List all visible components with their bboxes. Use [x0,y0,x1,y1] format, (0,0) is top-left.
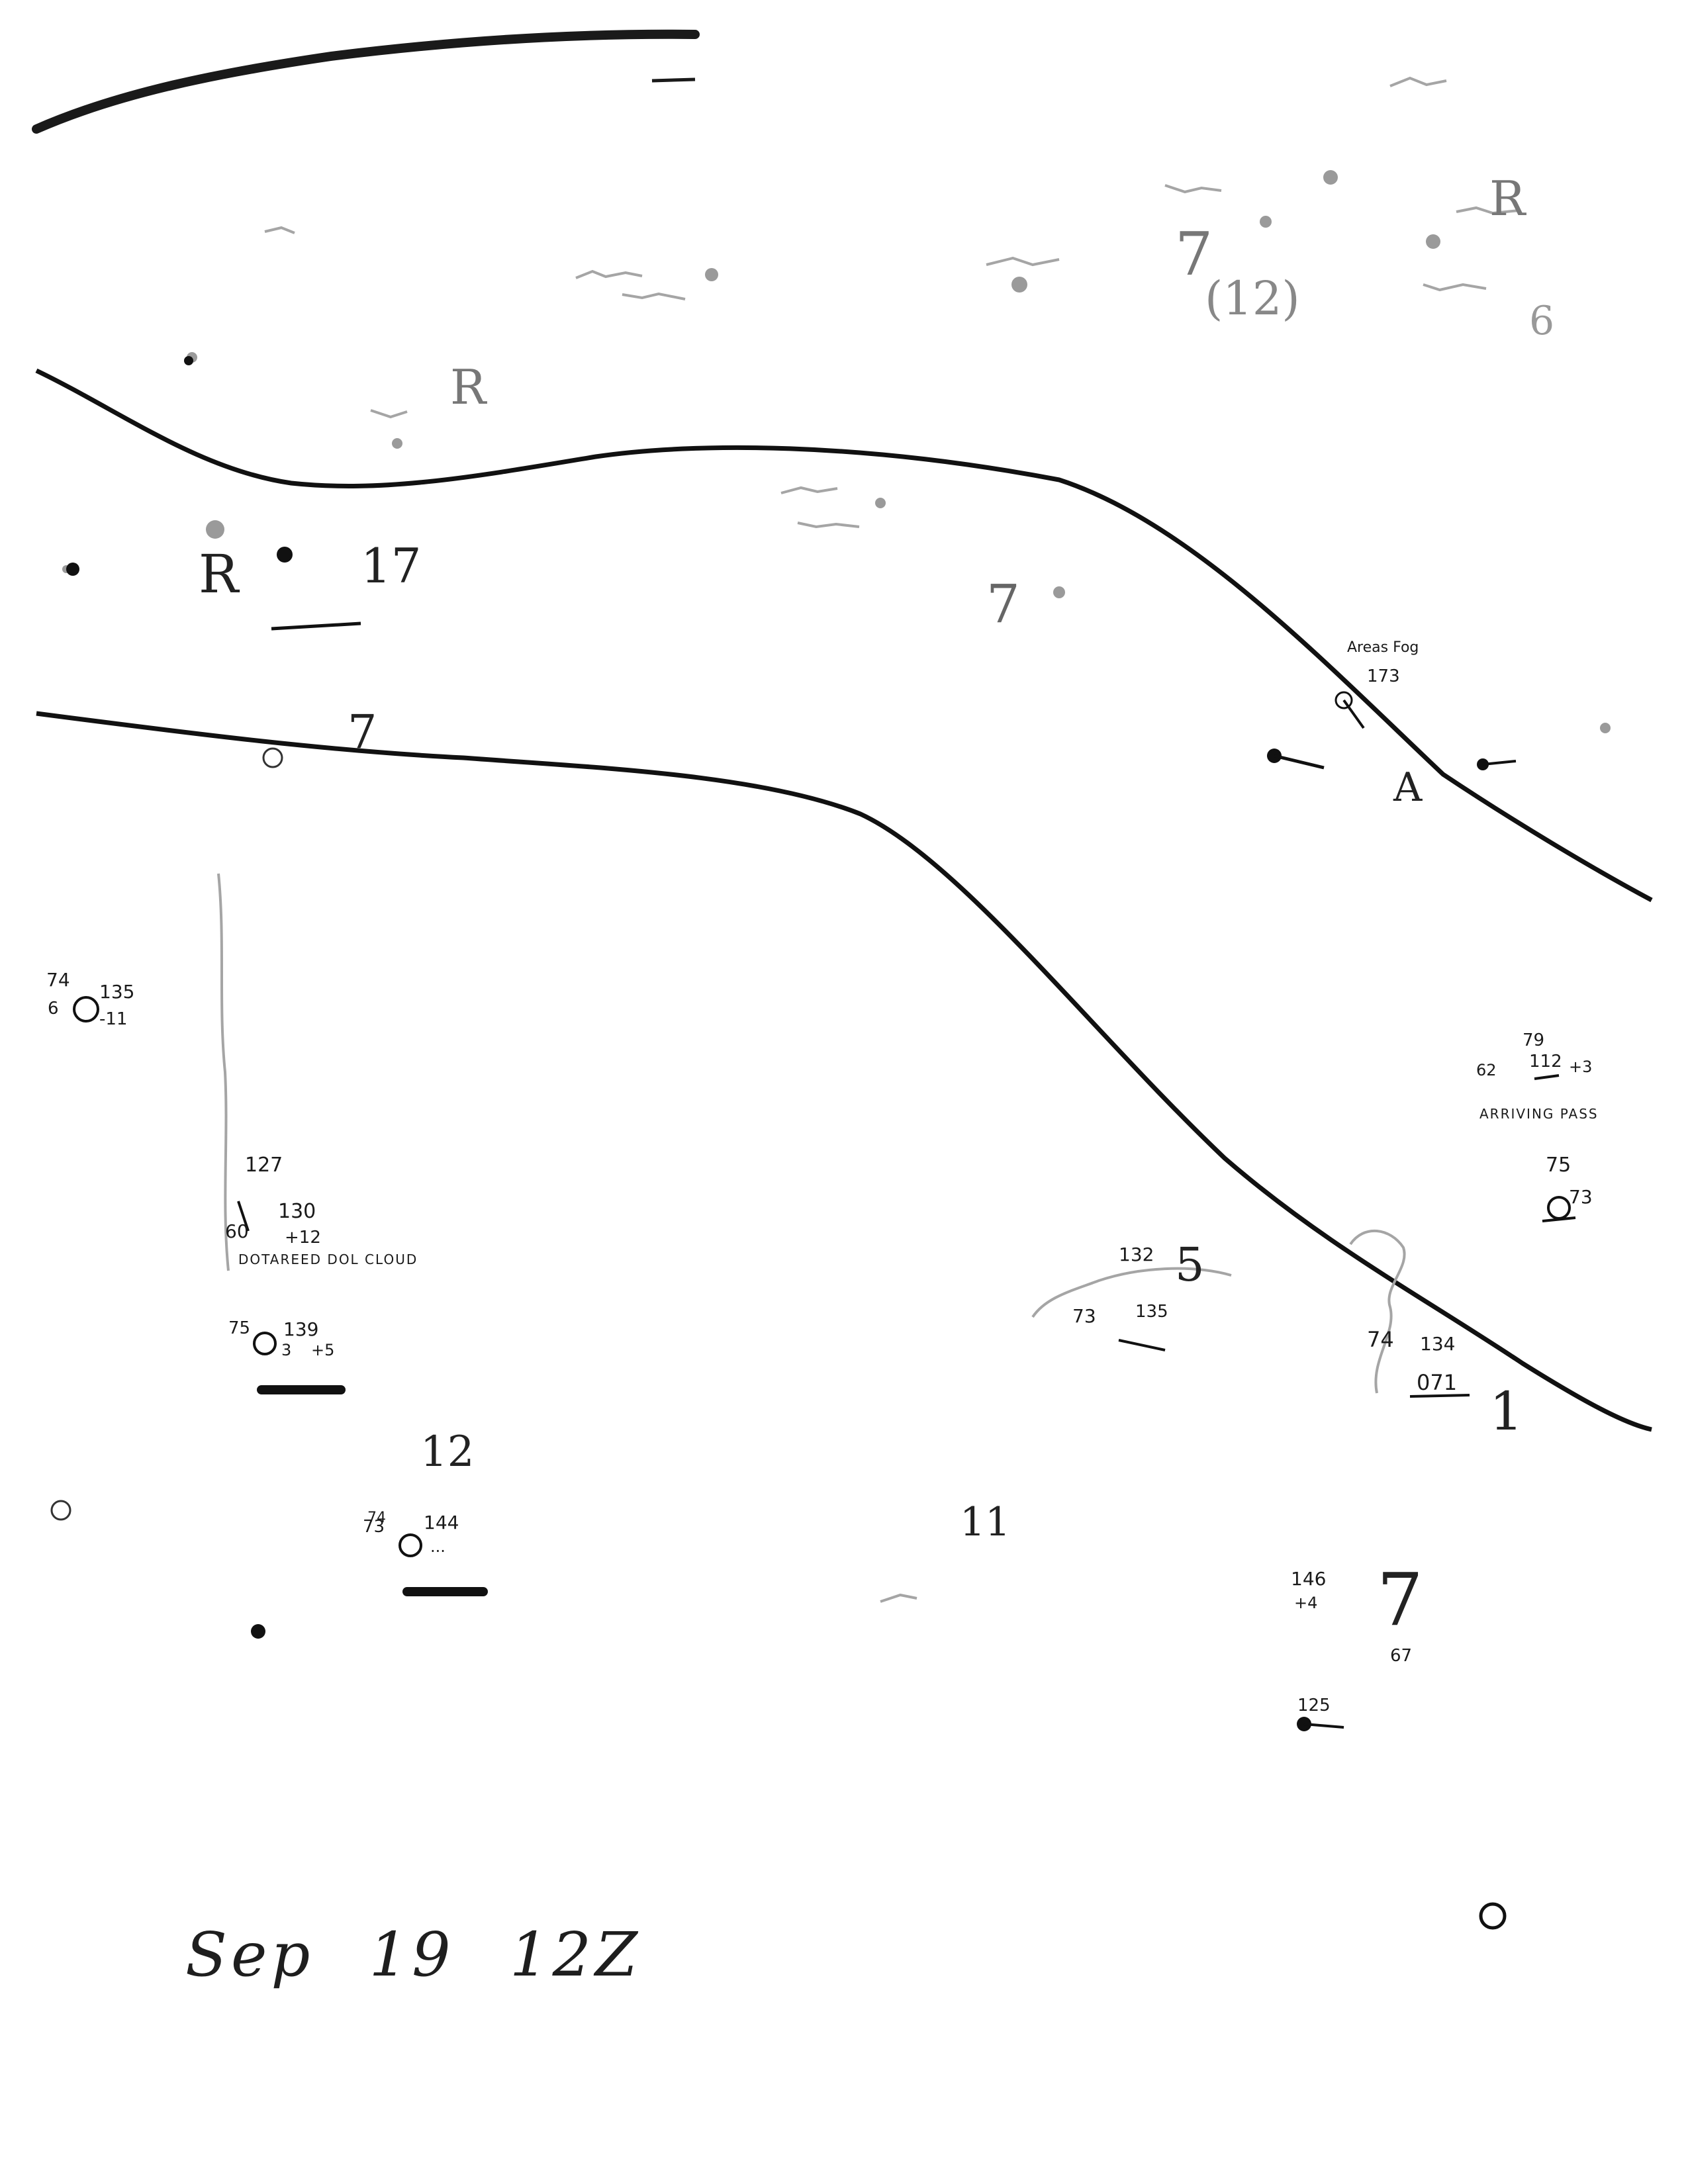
station-plots [50,356,1576,1930]
station-ring [1479,1902,1507,1930]
marker-A: A [1393,764,1423,811]
s10-dew: +4 [1294,1594,1317,1612]
remark-1: DOTAREED DOL CLOUD [238,1251,418,1267]
s13-pressure: 173 [1367,666,1400,686]
station-ring [73,996,99,1023]
s2-temp: 75 [228,1318,250,1338]
s7-dew: 62 [1476,1061,1497,1079]
marker-7-a: 7 [348,705,377,759]
s10-temp: 146 [1291,1568,1326,1590]
station-ring [50,1500,71,1521]
marker-12-circled: (12) [1205,271,1300,326]
marker-5: 5 [1175,1238,1205,1292]
marker-17: 17 [361,538,422,594]
s4-dew: 60 [225,1220,249,1242]
s2-dew: 3 [281,1341,291,1359]
station-dot [66,563,79,576]
s12-temp: 67 [1390,1646,1412,1666]
s7-pressure: 112 [1529,1052,1562,1071]
marker-12: 12 [420,1428,474,1477]
caption-day: 19 [369,1919,455,1990]
marker-7-d: 7 [1377,1557,1423,1642]
marker-R-c: R [1489,171,1526,226]
s2-pressure: 139 [283,1318,318,1340]
s7-tendency: +3 [1569,1058,1592,1076]
marker-7-b: 7 [986,573,1020,635]
s5-temp: 74 [367,1510,386,1526]
wind-barb [1274,754,1325,770]
wind-barb [1118,1339,1166,1351]
station-labels: 74 135 6 -11 127 130 60 +12 DOTAREED DOL… [46,639,1599,1715]
station-ring [1547,1196,1571,1220]
s2-tendency: +5 [311,1341,334,1359]
wind-barb [237,1201,250,1232]
wind-barb [1342,699,1365,729]
s7-temp: 79 [1523,1030,1544,1050]
s3-pressure: 144 [424,1512,459,1533]
station-dot [277,547,293,563]
s8-temp: 75 [1546,1154,1571,1177]
underline-bar [271,621,361,631]
s1-pressure: 135 [99,981,134,1003]
s9-pressure: 134 [1420,1333,1455,1355]
caption-month: Sep [185,1919,314,1990]
s4-pressure2: 130 [278,1200,316,1223]
marker-R-b: R [450,359,487,415]
s9-temp: 74 [1367,1327,1394,1352]
station-ring [253,1332,277,1355]
marker-7-c: 7 [1175,220,1213,289]
s3-tendency: ... [430,1537,445,1556]
station-ring [262,747,283,768]
isobar-lower [36,711,1652,1432]
s1-temp: 74 [46,969,70,991]
remark-3: Areas Fog [1347,639,1419,656]
s4-tendency: +12 [285,1228,321,1248]
underline-bar [1409,1394,1470,1398]
wind-barb [1303,1723,1344,1729]
wind-barb [1482,760,1517,766]
map-caption: Sep 19 12Z [185,1919,673,1990]
marker-1: 1 [1489,1381,1523,1442]
s1-dew: 6 [48,999,59,1019]
marker-R-a: R [199,543,240,605]
faint-scribbles [217,76,1520,1603]
s9-value: 071 [1417,1370,1457,1395]
s3-temp: 73 [363,1517,385,1537]
marker-6: 6 [1529,298,1554,344]
underline-bar [1542,1216,1576,1222]
caption-time: 12Z [509,1919,641,1990]
faint-station-clusters [62,170,1611,733]
s8-pressure: 73 [1569,1186,1593,1208]
isobar-upper [35,368,1653,903]
top-front-line [32,29,700,134]
s6-pressure: 132 [1119,1244,1154,1265]
remark-2: ARRIVING PASS [1479,1106,1599,1122]
s11-pressure: 125 [1297,1696,1331,1715]
s6-temp: 73 [1072,1305,1096,1327]
marker-11: 11 [960,1499,1010,1545]
wind-barb [1534,1074,1560,1080]
station-ring [399,1533,422,1557]
s1-tendency: -11 [99,1009,127,1029]
station-dot [184,356,193,365]
s6-value: 135 [1135,1302,1168,1322]
station-dot [251,1624,265,1639]
station-ring [1335,691,1353,709]
large-markers: 17 7 7 7 5 12 11 7 1 R R R A (12) 6 [199,171,1554,1642]
s4-pressure: 127 [245,1154,283,1177]
top-dash [651,77,696,83]
